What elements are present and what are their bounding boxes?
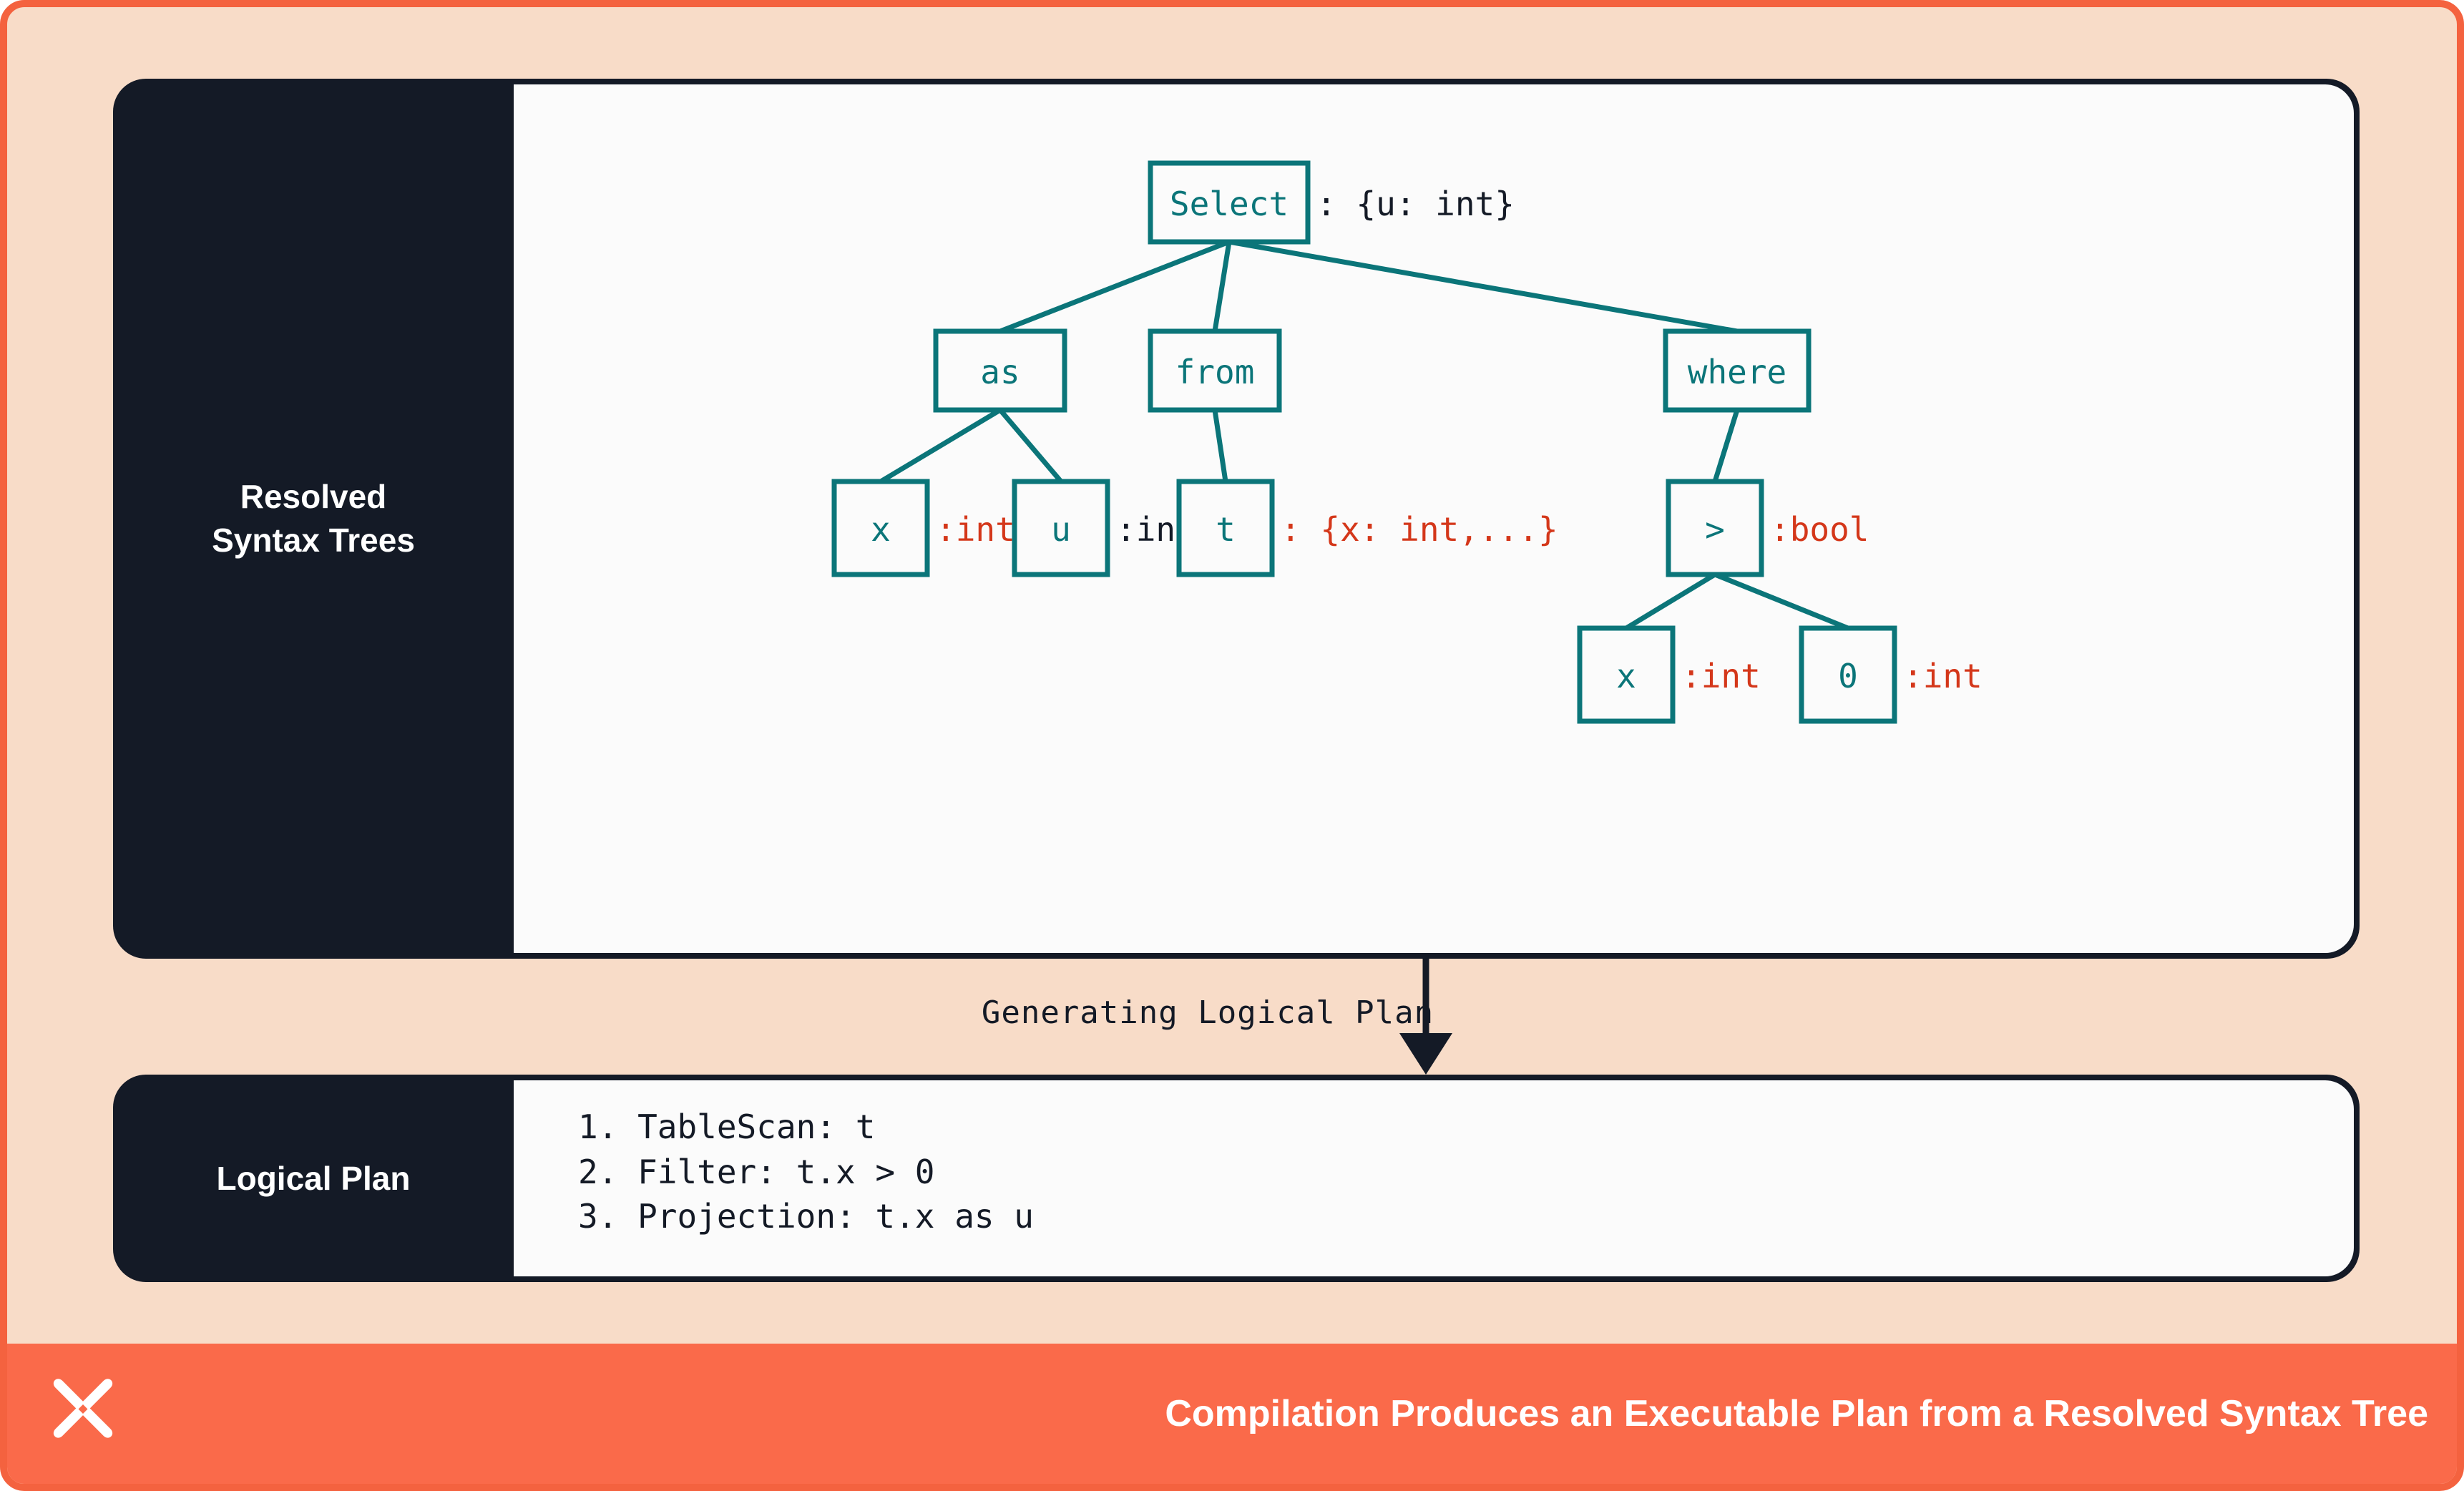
tree-node-label: x <box>871 510 891 549</box>
tree-edge <box>999 239 1231 334</box>
logical-plan-steps: 1. TableScan: t 2. Filter: t.x > 0 3. Proj… <box>578 1105 1034 1239</box>
tree-edge <box>1713 572 1849 631</box>
tree-node-box <box>1799 625 1897 724</box>
tree-edge <box>1712 409 1740 483</box>
tree-node-box <box>1663 328 1812 413</box>
tree-node-label: u <box>1051 510 1071 549</box>
tree-node-gt-x[interactable]: x :int <box>1577 625 1761 724</box>
tree-node-label: from <box>1175 353 1255 391</box>
logical-plan-panel: Logical Plan 1. TableScan: t 2. Filter: t… <box>113 1075 2360 1282</box>
tree-node-type-annotation: :int <box>1903 657 1983 695</box>
tree-node-label: Select <box>1170 185 1289 223</box>
transition-arrow-svg <box>1399 959 1452 1075</box>
logical-plan-step: 1. TableScan: t <box>578 1108 876 1146</box>
transition-region: Generating Logical Plan <box>113 959 2360 1075</box>
tree-node-type-annotation: :int <box>936 510 1015 549</box>
tree-node-from-t[interactable]: t : {x: int,...} <box>1176 479 1558 577</box>
resolved-syntax-trees-panel: Resolved Syntax Trees Select : {u: int} as… <box>113 79 2360 959</box>
tree-node-select[interactable]: Select : {u: int} <box>1148 160 1515 245</box>
tree-node-as-u[interactable]: u:int <box>1012 479 1196 577</box>
tree-node-where[interactable]: where <box>1663 328 1812 413</box>
tree-node-as[interactable]: as <box>933 328 1067 413</box>
panel-label-line-1: Resolved <box>240 478 387 516</box>
tree-node-label: as <box>980 353 1020 391</box>
tree-node-box <box>933 328 1067 413</box>
tree-node-box <box>1148 160 1311 245</box>
logical-plan-label: Logical Plan <box>216 1159 411 1197</box>
tree-node-box <box>1176 479 1275 577</box>
tree-node-from[interactable]: from <box>1148 328 1282 413</box>
tree-edge <box>1228 239 1738 334</box>
tree-node-label: t <box>1216 510 1236 549</box>
tree-node-label: where <box>1688 353 1786 391</box>
tree-edge <box>1212 241 1232 332</box>
logical-plan-step: 3. Projection: t.x as u <box>578 1197 1034 1236</box>
footer-bar: Compilation Produces an Executable Plan … <box>7 1344 2457 1484</box>
tree-node-box <box>831 479 930 577</box>
tree-node-gt-0[interactable]: 0 :int <box>1799 625 1983 724</box>
arrow-head-icon <box>1399 1033 1452 1075</box>
tree-node-gt[interactable]: > :bool <box>1666 479 1869 577</box>
tree-edge <box>1212 409 1228 482</box>
transition-label: Generating Logical Plan <box>981 994 1434 1031</box>
tree-node-type-annotation: : {u: int} <box>1316 185 1515 223</box>
tree-edge <box>998 408 1063 484</box>
tree-node-box <box>1012 479 1110 577</box>
resolved-syntax-trees-label: Resolved Syntax Trees <box>113 79 514 959</box>
tree-node-label: > <box>1705 510 1725 549</box>
tree-node-label: x <box>1616 657 1636 695</box>
tree-node-type-annotation: :bool <box>1770 510 1869 549</box>
footer-title: Compilation Produces an Executable Plan … <box>1165 1393 2428 1434</box>
tree-node-type-annotation: : {x: int,...} <box>1281 510 1558 549</box>
tree-node-type-annotation: :int <box>1681 657 1761 695</box>
tree-node-box <box>1577 625 1676 724</box>
logical-plan-step: 2. Filter: t.x > 0 <box>578 1152 935 1191</box>
tree-edge-group <box>879 239 1849 631</box>
tree-edge <box>1625 572 1716 630</box>
panel-label-line-2: Syntax Trees <box>212 522 415 559</box>
logical-plan-body: 1. TableScan: t 2. Filter: t.x > 0 3. Proj… <box>514 1080 2354 1276</box>
tree-node-label: 0 <box>1838 657 1858 695</box>
tree-edge <box>879 407 1002 484</box>
tree-node-box <box>1148 328 1282 413</box>
tree-node-box <box>1666 479 1764 577</box>
tree-node-as-x[interactable]: x :int <box>831 479 1015 577</box>
x-butterfly-logo-icon <box>53 1379 113 1438</box>
